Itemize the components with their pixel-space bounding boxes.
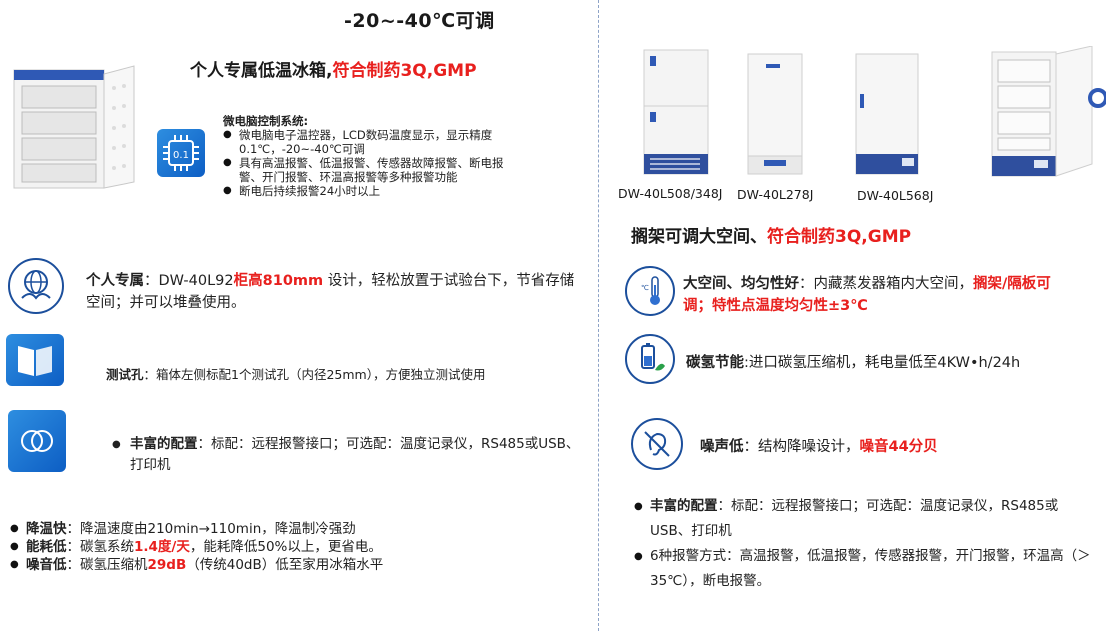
right-bullet-label: 丰富的配置 <box>650 498 718 514</box>
bottom-item-text-b: （传统40dB）低至家用冰箱水平 <box>186 557 384 573</box>
bottom-item-noise: 噪音低：碳氢压缩机29dB（传统40dB）低至家用冰箱水平 <box>10 556 490 574</box>
right-bullet-text: ：标配：远程报警接口；可选配：温度记录仪，RS485或USB、打印机 <box>650 498 1059 539</box>
model-label-278: DW-40L278J <box>737 187 814 202</box>
right-feature-space-red: 搁架/隔板可调；特性点温度均匀性±3℃ <box>683 276 1051 314</box>
left-bottom-list: 降温快：降温速度由210min→110min，降温制冷强劲 能耗低：碳氢系统1.… <box>10 520 490 574</box>
feature-config-label: 丰富的配置 <box>130 436 198 452</box>
left-header-red: 符合制药3Q,GMP <box>332 61 477 81</box>
test-hole-icon <box>6 334 64 386</box>
micro-item-2: 具有高温报警、低温报警、传感器故障报警、断电报警、开门报警、环温高报警等多种报警… <box>223 156 513 184</box>
bullet-dot: ● <box>112 439 121 450</box>
bottom-item-label: 能耗低 <box>26 539 67 555</box>
right-bullet-text: 6种报警方式：高温报警，低温报警，传感器报警，开门报警，环温高（＞35℃），断电… <box>650 548 1091 589</box>
right-feature-space: 大空间、均匀性好：内藏蒸发器箱内大空间，搁架/隔板可调；特性点温度均匀性±3℃ <box>683 273 1073 317</box>
freezer-image-568 <box>852 50 922 178</box>
center-divider <box>598 0 599 631</box>
right-feature-space-label: 大空间、均匀性好 <box>683 276 799 292</box>
feature-test-hole-label: 测试孔 <box>106 367 144 382</box>
right-feature-noise: 噪声低：结构降噪设计，噪音44分贝 <box>700 436 938 458</box>
feature-test-hole: 测试孔：箱体左侧标配1个测试孔（内径25mm），方便独立测试使用 <box>106 364 485 383</box>
right-header-text: 搁架可调大空间、 <box>631 227 767 247</box>
left-header: 个人专属低温冰箱,符合制药3Q,GMP <box>190 56 477 81</box>
freezer-image-278 <box>744 50 806 178</box>
right-feature-noise-red: 噪音44分贝 <box>859 439 938 455</box>
feature-test-hole-text: ：箱体左侧标配1个测试孔（内径25mm），方便独立测试使用 <box>143 367 486 382</box>
bottom-item-red: 29dB <box>147 557 187 573</box>
feature-personal-label: 个人专属 <box>86 273 144 289</box>
right-header-red: 符合制药3Q,GMP <box>767 227 912 247</box>
freezer-image-508 <box>640 46 714 178</box>
small-freezer-image <box>8 64 140 194</box>
right-bullet-alarms: 6种报警方式：高温报警，低温报警，传感器报警，开门报警，环温高（＞35℃），断电… <box>634 544 1096 594</box>
right-feature-energy-label: 碳氢节能 <box>686 355 744 371</box>
globe-leaf-icon <box>8 258 64 314</box>
feature-personal: 个人专属：DW-40L92柜高810mm 设计，轻松放置于试验台下，节省存储空间… <box>86 270 576 314</box>
right-feature-energy: 碳氢节能:进口碳氢压缩机，耗电量低至4KW•h/24h <box>686 352 1020 374</box>
temperature-range-title: -20~-40℃可调 <box>344 10 495 32</box>
bottom-item-label: 噪音低 <box>26 557 67 573</box>
freezer-image-open <box>988 46 1106 182</box>
thermometer-icon: ℃ <box>625 266 675 316</box>
feature-personal-text-a: ：DW-40L92 <box>144 273 234 289</box>
right-bullet-config: 丰富的配置：标配：远程报警接口；可选配：温度记录仪，RS485或USB、打印机 <box>634 494 1096 544</box>
feature-config-text: ：标配：远程报警接口；可选配：温度记录仪，RS485或USB、打印机 <box>130 436 580 473</box>
feature-personal-red: 柜高810mm <box>233 273 324 289</box>
right-feature-noise-text: ：结构降噪设计， <box>743 439 860 455</box>
bottom-item-text-b: ，能耗降低50%以上，更省电。 <box>189 539 382 555</box>
right-feature-space-text: ：内藏蒸发器箱内大空间， <box>799 276 973 292</box>
chip-icon: 0.1 <box>157 129 205 177</box>
feature-personal-text-b: 设计，轻松放置于试验台下，节省存储空间；并可以堆叠使用。 <box>86 273 575 311</box>
bottom-item-energy: 能耗低：碳氢系统1.4度/天，能耗降低50%以上，更省电。 <box>10 538 490 556</box>
micro-item-1: 微电脑电子温控器，LCD数码温度显示，显示精度0.1℃，-20~-40℃可调 <box>223 128 513 156</box>
bottom-item-text: ：碳氢压缩机 <box>66 557 148 573</box>
model-label-568: DW-40L568J <box>857 188 934 203</box>
right-feature-energy-text: :进口碳氢压缩机，耗电量低至4KW•h/24h <box>744 355 1021 371</box>
bottom-item-cooling: 降温快：降温速度由210min→110min，降温制冷强劲 <box>10 520 490 538</box>
micro-control-block: 微电脑控制系统: 微电脑电子温控器，LCD数码温度显示，显示精度0.1℃，-20… <box>223 114 513 198</box>
bottom-item-text: ：碳氢系统 <box>66 539 135 555</box>
right-feature-noise-label: 噪声低 <box>700 439 744 455</box>
battery-leaf-icon <box>625 334 675 384</box>
bottom-item-label: 降温快 <box>26 521 67 537</box>
micro-title: 微电脑控制系统: <box>223 114 309 128</box>
chip-label: 0.1 <box>173 150 189 161</box>
model-label-508: DW-40L508/348J <box>618 186 723 201</box>
feature-config: ● 丰富的配置：标配：远程报警接口；可选配：温度记录仪，RS485或USB、打印… <box>112 434 580 476</box>
right-bottom-list: 丰富的配置：标配：远程报警接口；可选配：温度记录仪，RS485或USB、打印机 … <box>634 494 1096 594</box>
config-rings-icon <box>8 410 66 472</box>
svg-text:℃: ℃ <box>641 284 649 292</box>
bottom-item-red: 1.4度/天 <box>134 539 190 555</box>
mute-ear-icon <box>631 418 683 470</box>
micro-item-3: 断电后持续报警24小时以上 <box>223 184 513 198</box>
bottom-item-text: ：降温速度由210min→110min，降温制冷强劲 <box>66 521 356 537</box>
right-header: 搁架可调大空间、符合制药3Q,GMP <box>631 222 911 247</box>
left-header-text: 个人专属低温冰箱, <box>190 61 333 81</box>
